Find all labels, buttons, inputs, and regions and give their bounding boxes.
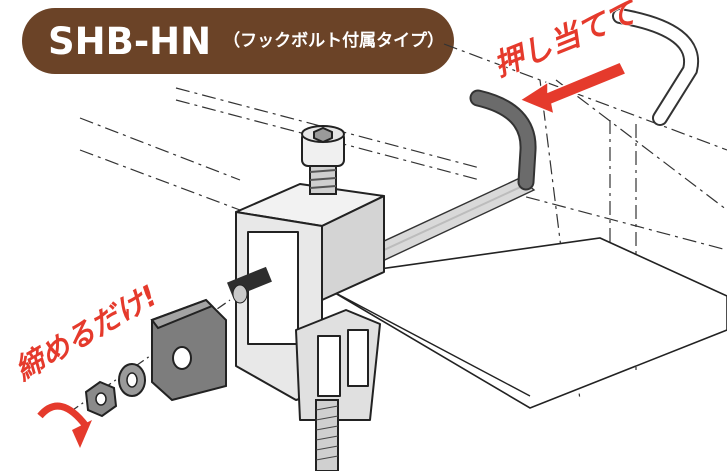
threaded-stud — [227, 266, 272, 304]
hex-nut — [84, 380, 118, 418]
title-badge: SHB-HN （フックボルト付属タイプ） — [22, 8, 454, 74]
product-subtitle: （フックボルト付属タイプ） — [223, 30, 445, 51]
hook-end — [469, 8, 700, 191]
hanger-rod — [315, 399, 339, 471]
washer-plate — [150, 298, 227, 402]
product-code: SHB-HN — [48, 19, 212, 63]
hex-socket-bolt — [301, 125, 345, 195]
spring-washer — [118, 363, 146, 397]
clamp-body — [235, 183, 385, 421]
flange-plate — [329, 237, 727, 409]
curved-arrow-down-icon — [37, 402, 92, 448]
arrow-left-icon — [518, 61, 628, 116]
